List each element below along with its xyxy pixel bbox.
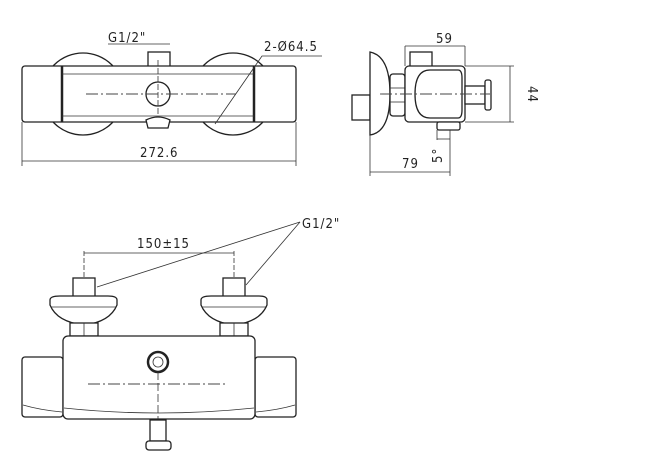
spacing-label: 150±15 [137,237,190,252]
wall-pipe [351,94,371,121]
knob-shaft [464,85,486,105]
inlet-thread-label: G1/2" [302,217,340,232]
wall-plate-right [200,295,268,326]
front-view: 150±15 G1/2" [21,217,340,451]
front-body [62,335,256,420]
side-view: 59 44 79 5° [351,32,539,176]
outlet-cap [145,440,172,451]
top-inlet [147,51,171,68]
side-handle [414,69,463,119]
outlet [145,116,171,129]
depth-total-label: 79 [402,157,419,172]
height-label: 44 [524,86,539,103]
bottom-outlet [149,419,167,442]
depth-top-label: 59 [436,32,453,47]
nut [389,73,406,117]
side-inlet [409,51,433,68]
top-view: G1/2" 2-Ø64.5 272.6 [21,31,322,166]
knob [484,79,492,111]
end-cap-left [21,356,64,418]
diameter-label: 2-Ø64.5 [264,40,318,55]
side-outlet [436,121,461,131]
wall-plate [369,51,391,136]
angle-label: 5° [431,148,446,163]
top-thread-label: G1/2" [108,31,146,46]
end-cap-right [254,356,297,418]
length-label: 272.6 [140,146,178,161]
wall-plate-left [49,295,118,326]
